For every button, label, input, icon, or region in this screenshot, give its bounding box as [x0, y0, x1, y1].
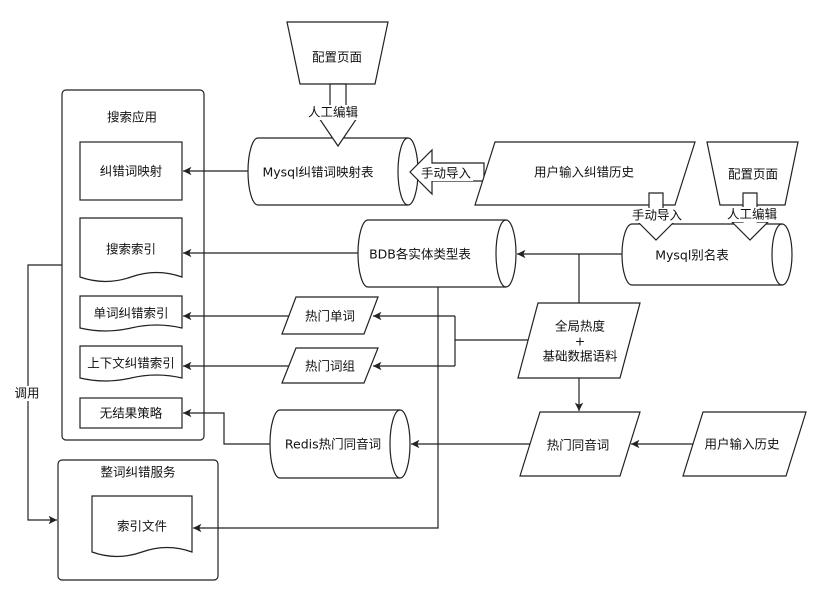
edge-bdb-to-index-file: [193, 287, 439, 533]
hot-phrases-node: 热门词组: [281, 347, 379, 384]
mysql-correction-table-node: Mysql纠错词映射表: [247, 137, 419, 206]
manual-edit-top-edge-label: 人工编辑: [306, 105, 360, 120]
hot-homophone-label: 热门同音词: [547, 438, 610, 453]
redis-homophone-cylinder-face: [389, 409, 401, 479]
manual-edit-top-label: 人工编辑: [308, 105, 358, 120]
user-history-label: 用户输入历史: [704, 437, 780, 452]
mysql-alias-table-label: Mysql别名表: [655, 248, 729, 263]
correction-map-label: 纠错词映射: [100, 164, 163, 179]
user-correction-history-parallelogram: [474, 141, 696, 206]
manual-edit-top-label-bg: [306, 105, 360, 120]
index-file-node: 索引文件: [91, 495, 193, 558]
manual-import-left-edge-label: 手动导入: [419, 166, 473, 181]
hot-words-node: 热门单词: [281, 296, 379, 335]
context-correction-index-document: [79, 345, 183, 382]
bdb-entity-table-label: BDB各实体类型表: [369, 247, 471, 262]
edge-global-heat-branch: [454, 316, 528, 366]
manual-import-left-label: 手动导入: [421, 166, 472, 181]
correction-map-node: 纠错词映射: [79, 141, 183, 201]
whole-word-service-title: 整词纠错服务: [100, 465, 175, 480]
config-page-top-label: 配置页面: [312, 50, 362, 65]
manual-edit-right-label: 人工编辑: [727, 207, 777, 222]
bdb-entity-table-node: BDB各实体类型表: [357, 219, 517, 288]
edge-redis-to-no-result: [183, 408, 270, 445]
manual-import-left-label-bg: [419, 166, 473, 181]
index-file-label: 索引文件: [117, 519, 167, 534]
search-index-label: 搜索索引: [106, 242, 156, 257]
global-heat-label-line3: 基础数据语料: [542, 349, 618, 364]
context-correction-index-label: 上下文纠错索引: [87, 356, 175, 371]
correction-map-box: [79, 141, 183, 201]
mysql-alias-table-node: Mysql别名表: [621, 223, 793, 286]
no-result-strategy-box: [79, 397, 183, 429]
user-correction-history-node: 用户输入纠错历史: [474, 141, 696, 206]
mysql-correction-table-label: Mysql纠错词映射表: [262, 165, 374, 180]
redis-homophone-label: Redis热门同音词: [285, 437, 381, 452]
search-index-node: 搜索索引: [79, 217, 183, 283]
user-history-node: 用户输入历史: [682, 411, 807, 477]
mysql-correction-table-cylinder-face: [397, 137, 409, 206]
hot-homophone-parallelogram: [519, 411, 641, 477]
config-page-top-node: 配置页面: [286, 21, 389, 85]
hot-words-parallelogram: [281, 296, 379, 335]
hot-phrases-label: 热门词组: [305, 359, 355, 374]
global-heat-node: 全局热度 + 基础数据语料: [517, 302, 641, 379]
global-heat-label-line1: 全局热度: [555, 319, 606, 334]
config-page-right-node: 配置页面: [706, 141, 799, 206]
no-result-strategy-node: 无结果策略: [79, 397, 183, 429]
config-page-right-label: 配置页面: [728, 167, 778, 182]
user-correction-history-label: 用户输入纠错历史: [534, 165, 635, 180]
user-history-parallelogram: [682, 411, 807, 477]
hot-homophone-node: 热门同音词: [519, 411, 641, 477]
config-page-top-trapezoid: [286, 21, 389, 85]
config-page-right-trapezoid: [706, 141, 799, 206]
manual-import-down-label-bg: [630, 208, 684, 223]
hot-phrases-parallelogram: [281, 347, 379, 384]
search-index-document: [79, 217, 183, 283]
invoke-label: 调用: [14, 386, 39, 401]
mysql-alias-table-cylinder-face: [771, 223, 783, 286]
no-result-strategy-label: 无结果策略: [100, 406, 163, 421]
invoke-label-bg: [13, 386, 42, 401]
search-app-title: 搜索应用: [107, 110, 157, 125]
global-heat-parallelogram: [517, 302, 641, 379]
index-file-document: [91, 495, 193, 558]
redis-homophone-node: Redis热门同音词: [269, 409, 411, 479]
hot-words-label: 热门单词: [305, 309, 355, 324]
manual-edit-right-label-bg: [725, 207, 779, 222]
word-correction-index-label: 单词纠错索引: [93, 306, 168, 321]
manual-edit-right-edge-label: 人工编辑: [725, 207, 779, 222]
bdb-entity-table-cylinder-face: [495, 219, 507, 288]
invoke-edge-label: 调用: [13, 386, 42, 401]
word-correction-index-document: [79, 295, 183, 332]
context-correction-index-node: 上下文纠错索引: [79, 345, 183, 382]
global-heat-label-line2: +: [575, 334, 585, 349]
manual-import-down-label: 手动导入: [632, 208, 683, 223]
word-correction-index-node: 单词纠错索引: [79, 295, 183, 332]
manual-import-down-edge-label: 手动导入: [630, 208, 684, 223]
